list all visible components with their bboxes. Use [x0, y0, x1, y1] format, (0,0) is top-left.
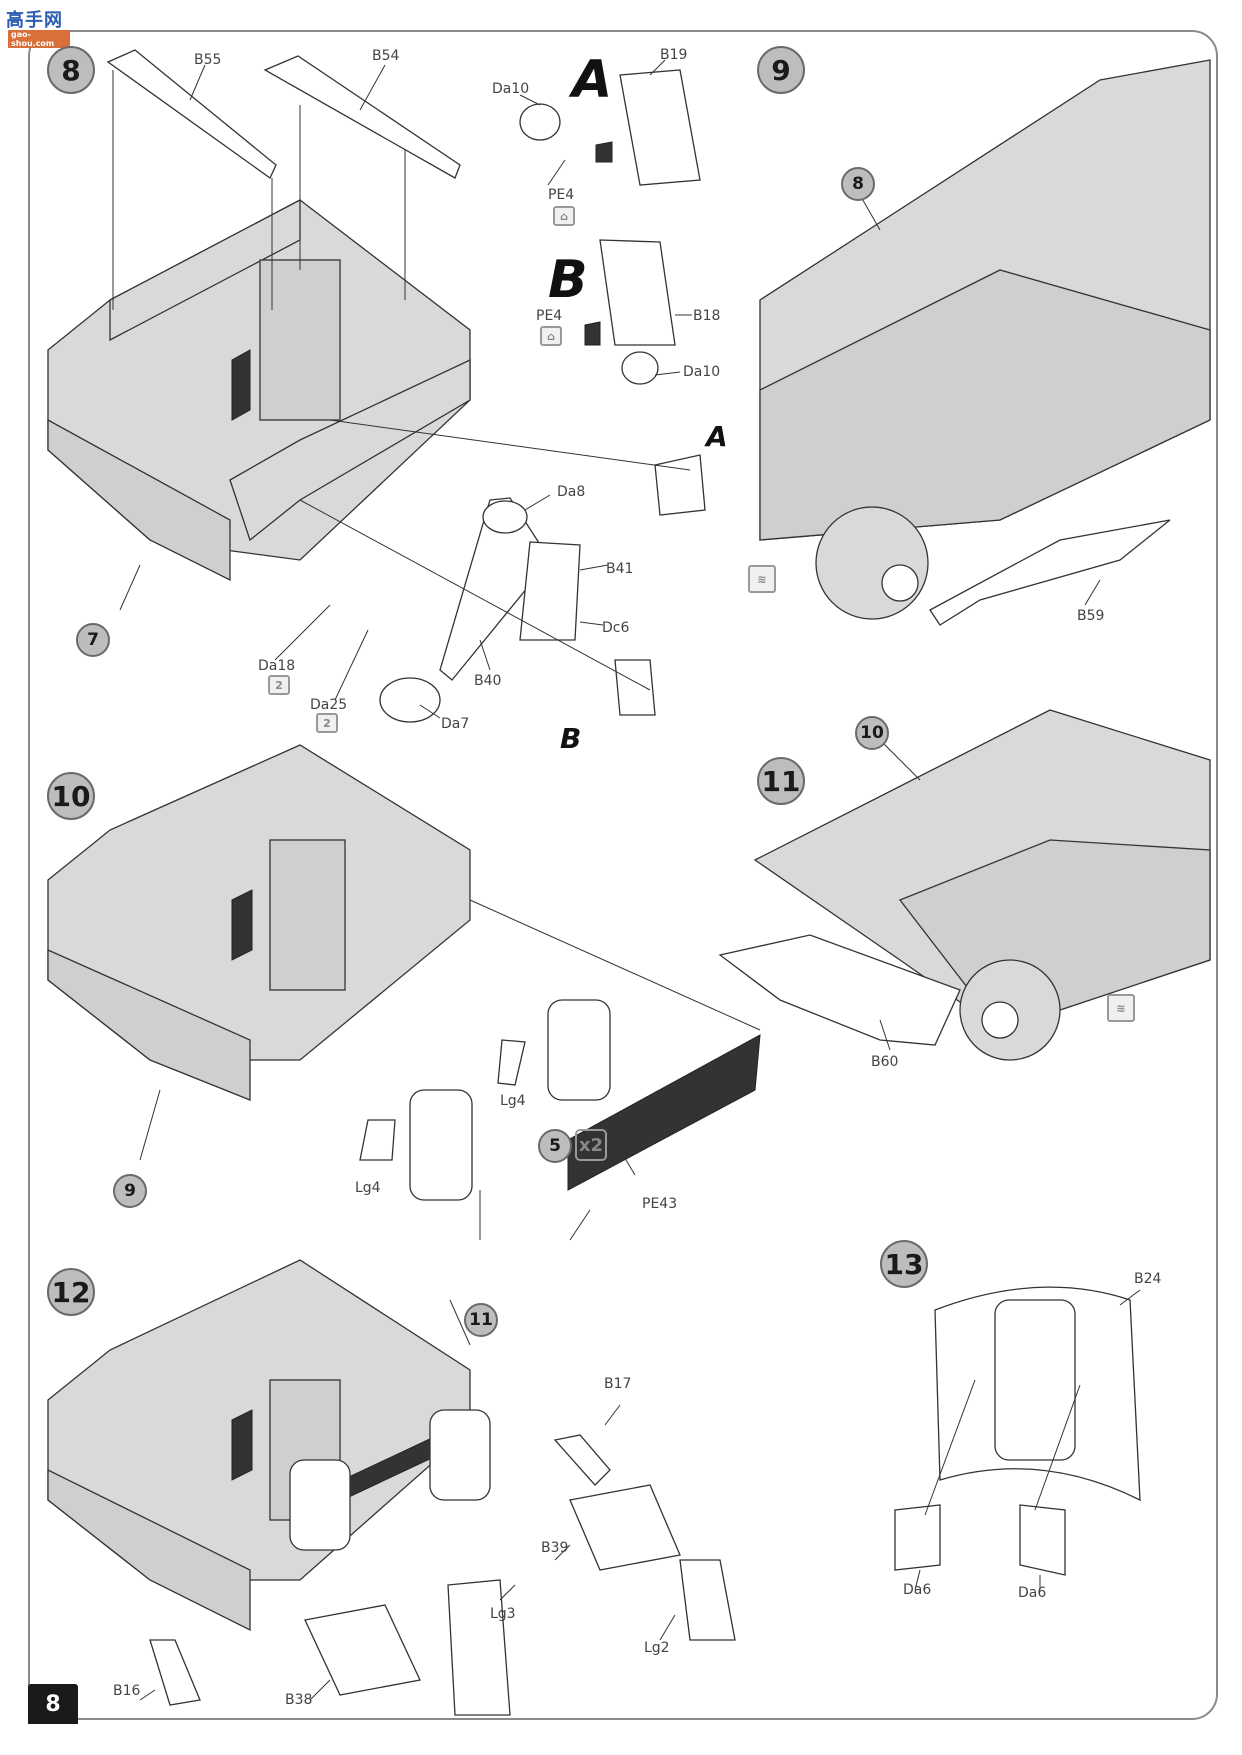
watermark-logo: 高手网 gao-shou.com — [6, 6, 70, 48]
step-number-10: 10 — [47, 772, 95, 820]
photo-etch-icon: ⌂ — [553, 206, 575, 226]
part-label-B59: B59 — [1077, 608, 1105, 624]
part-label-PE43: PE43 — [642, 1196, 678, 1212]
page-frame — [28, 30, 1218, 1720]
part-label-Da18: Da18 — [258, 658, 296, 674]
ref-step-9: 9 — [113, 1174, 147, 1208]
step8-hull-drawing — [47, 198, 471, 582]
part-label-Da10-b: Da10 — [683, 364, 721, 380]
step13-drawing — [894, 1286, 1141, 1576]
ref-step-10: 10 — [855, 716, 889, 750]
ref-step-5: 5 — [538, 1129, 572, 1163]
page-number: 8 — [28, 1684, 78, 1724]
quantity-x2-icon: 2 — [268, 675, 290, 695]
ref-step-7: 7 — [76, 623, 110, 657]
step-number-9: 9 — [757, 46, 805, 94]
part-label-B18: B18 — [693, 308, 721, 324]
quantity-x2-badge: x2 — [575, 1129, 607, 1161]
step8-parts — [299, 69, 706, 723]
photo-etch-icon: ⌂ — [540, 326, 562, 346]
sub-assembly-A-heading: A — [572, 50, 613, 110]
step-number-8: 8 — [47, 46, 95, 94]
step-number-12: 12 — [47, 1268, 95, 1316]
part-label-Da25: Da25 — [310, 697, 348, 713]
part-label-B60: B60 — [871, 1054, 899, 1070]
glue-brush-icon: ≋ — [748, 565, 776, 593]
glue-brush-icon: ≋ — [1107, 994, 1135, 1022]
step-number-13: 13 — [880, 1240, 928, 1288]
part-label-Da6-a: Da6 — [903, 1582, 932, 1598]
part-label-Lg2: Lg2 — [644, 1640, 670, 1656]
sub-assembly-B-heading: B — [548, 250, 588, 310]
watermark-site-url: gao-shou.com — [8, 30, 70, 48]
part-label-Lg4-a: Lg4 — [500, 1093, 526, 1109]
quantity-x2-icon: 2 — [316, 713, 338, 733]
part-label-B16: B16 — [113, 1683, 141, 1699]
step12-hull-drawing — [47, 1259, 736, 1716]
part-label-PE4-b: PE4 — [536, 308, 563, 324]
part-label-PE4-a: PE4 — [548, 187, 575, 203]
part-label-B17: B17 — [604, 1376, 632, 1392]
step-number-11: 11 — [757, 757, 805, 805]
step8-rails — [106, 49, 461, 310]
part-label-B54: B54 — [372, 48, 400, 64]
step9-hull-drawing — [759, 59, 1211, 626]
watermark-site-name: 高手网 — [6, 10, 63, 31]
part-label-Lg4-b: Lg4 — [355, 1180, 381, 1196]
part-label-Da10-a: Da10 — [492, 81, 530, 97]
hatch-grille — [231, 349, 251, 421]
step11-hull-drawing — [718, 709, 1211, 1061]
part-label-Da7: Da7 — [441, 716, 470, 732]
part-label-B55: B55 — [194, 52, 222, 68]
part-label-Dc6: Dc6 — [602, 620, 630, 636]
part-label-Da6-b: Da6 — [1018, 1585, 1047, 1601]
part-label-B24: B24 — [1134, 1271, 1162, 1287]
part-label-B38: B38 — [285, 1692, 313, 1708]
part-label-B19: B19 — [660, 47, 688, 63]
ref-step-11: 11 — [464, 1303, 498, 1337]
callout-B: B — [560, 722, 582, 755]
ref-step-8: 8 — [841, 167, 875, 201]
part-label-B41: B41 — [606, 561, 634, 577]
leader-lines — [119, 59, 1141, 1701]
callout-A: A — [706, 420, 728, 453]
step10-hull-drawing — [47, 744, 761, 1201]
part-label-Lg3: Lg3 — [490, 1606, 516, 1622]
part-label-Da8: Da8 — [557, 484, 586, 500]
part-label-B39: B39 — [541, 1540, 569, 1556]
part-label-B40: B40 — [474, 673, 502, 689]
